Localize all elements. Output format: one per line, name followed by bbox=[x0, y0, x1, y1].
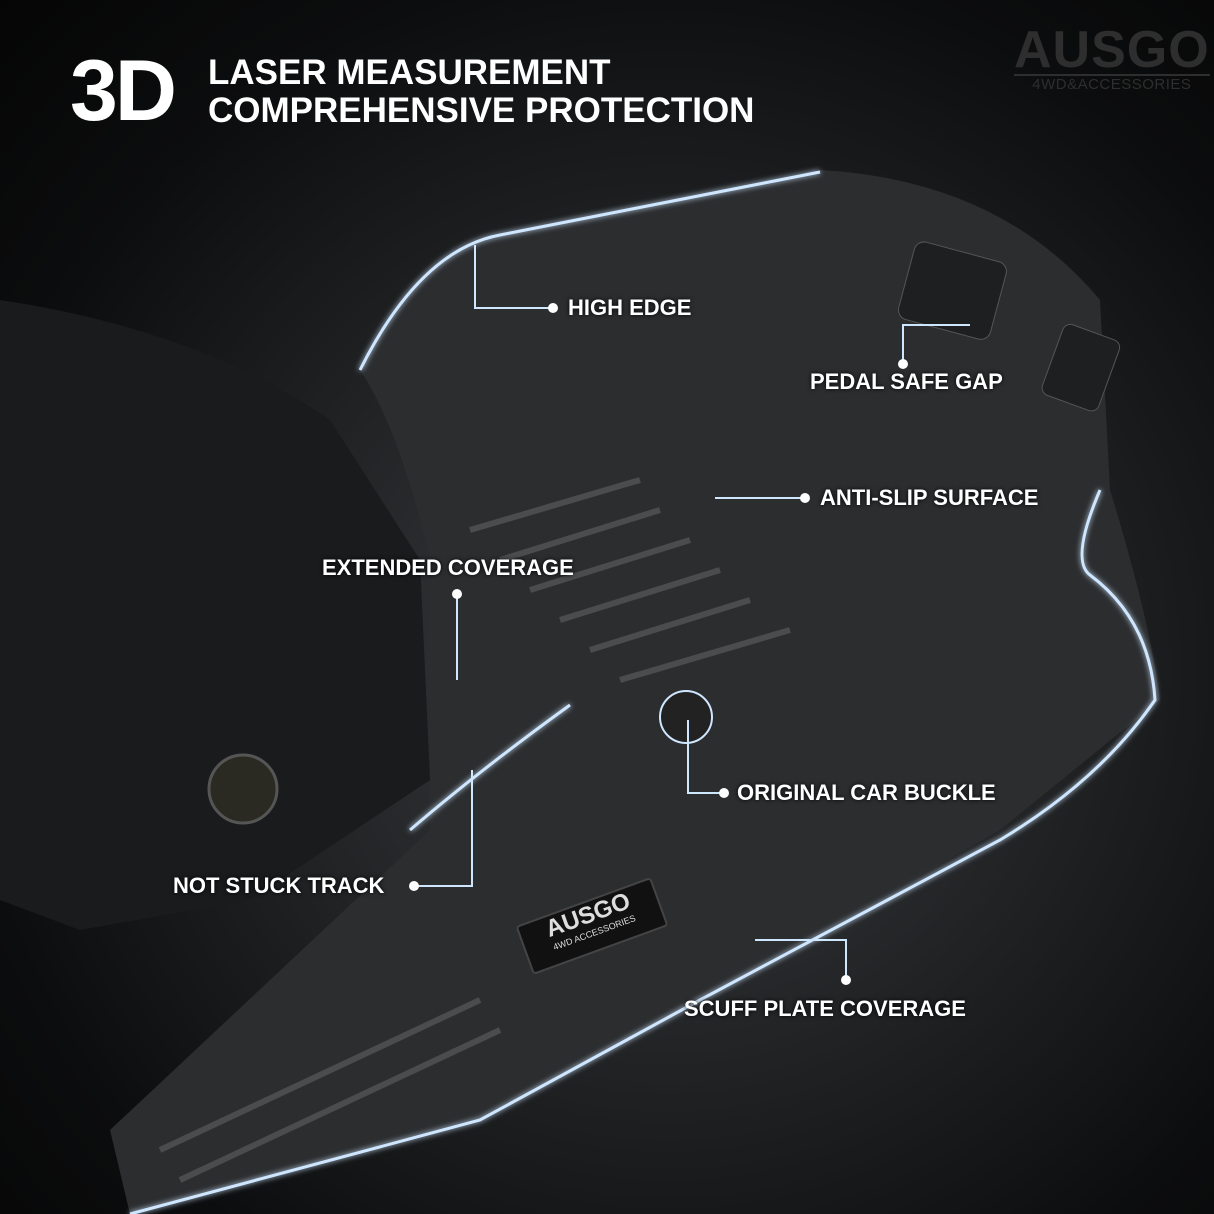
callout-pedal-safe-gap: PEDAL SAFE GAP bbox=[810, 369, 1003, 394]
logo-tagline: 4WD&ACCESSORIES bbox=[1014, 74, 1210, 94]
seat-shape bbox=[0, 300, 430, 930]
callout-anti-slip-surface: ANTI-SLIP SURFACE bbox=[820, 485, 1039, 510]
callout-extended-coverage: EXTENDED COVERAGE bbox=[322, 555, 574, 580]
pedal-accelerator bbox=[1041, 323, 1121, 412]
mat-ridges bbox=[158, 477, 791, 1183]
seat-adjuster-knob bbox=[207, 753, 279, 825]
callout-high-edge: HIGH EDGE bbox=[568, 295, 692, 320]
callout-lines bbox=[414, 245, 970, 980]
mat-shape bbox=[110, 170, 1160, 1214]
callout-scuff-plate-coverage: SCUFF PLATE COVERAGE bbox=[684, 996, 966, 1021]
title-3d-badge: 3D bbox=[70, 43, 177, 139]
callout-not-stuck-track: NOT STUCK TRACK bbox=[173, 873, 385, 898]
mat-outline bbox=[129, 170, 1157, 1214]
logo-brand: AUSGO bbox=[1014, 21, 1210, 79]
buckle bbox=[659, 690, 713, 744]
callout-dots bbox=[409, 303, 908, 985]
sill-outline bbox=[409, 703, 571, 832]
callout-original-car-buckle: ORIGINAL CAR BUCKLE bbox=[737, 780, 996, 805]
title-line-1: LASER MEASUREMENT bbox=[208, 53, 611, 92]
brand-logo: AUSGO 4WD&ACCESSORIES bbox=[1014, 21, 1210, 94]
title-line-2: COMPREHENSIVE PROTECTION bbox=[208, 91, 755, 130]
pedal-brake bbox=[897, 241, 1007, 340]
